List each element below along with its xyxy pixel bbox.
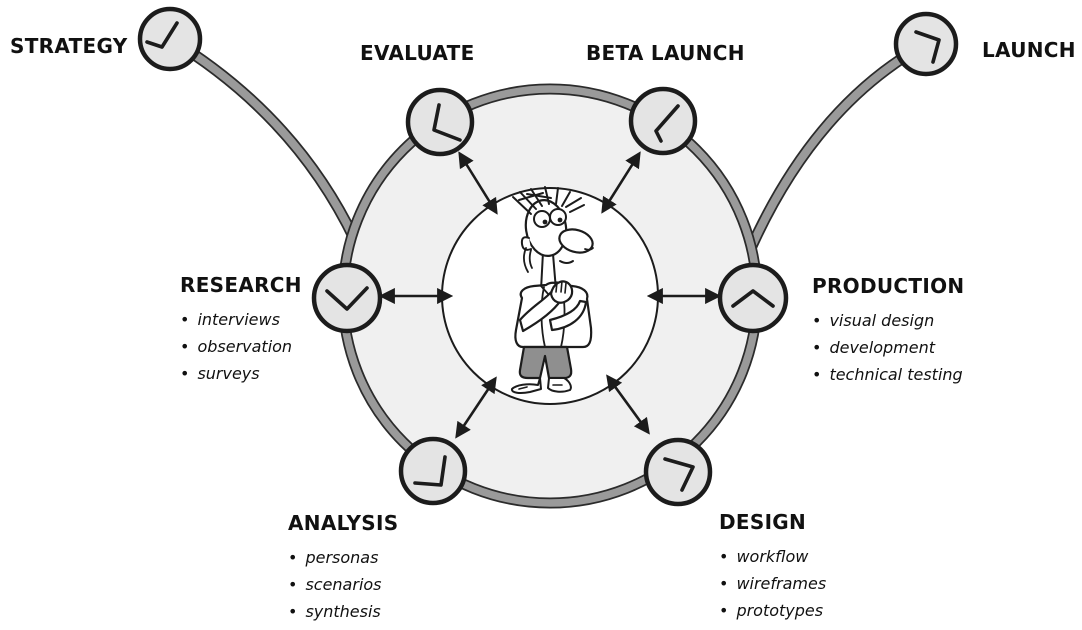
clock-icon-beta-launch xyxy=(628,86,698,156)
stage-heading: ANALYSIS xyxy=(288,511,399,535)
stage-label-strategy: STRATEGY xyxy=(10,34,128,58)
bullet-item: prototypes xyxy=(719,597,826,624)
stage-block-design: DESIGN workflowwireframesprototypes xyxy=(719,510,826,624)
stage-heading: BETA LAUNCH xyxy=(586,41,745,65)
launch-swoosh-curve xyxy=(744,38,929,253)
stage-heading: RESEARCH xyxy=(180,273,302,297)
clock-markers xyxy=(137,6,959,507)
clock-icon-research xyxy=(311,262,383,334)
stage-items-research: interviewsobservationsurveys xyxy=(180,306,302,387)
strategy-swoosh-curve xyxy=(167,34,361,243)
clock-icon-evaluate xyxy=(405,87,475,157)
bullet-item: development xyxy=(812,334,964,361)
stage-heading: STRATEGY xyxy=(10,34,128,58)
stage-items-analysis: personasscenariossynthesis xyxy=(288,544,398,625)
messy-hair xyxy=(512,186,585,215)
stage-label-launch: LAUNCH xyxy=(982,38,1076,62)
bullet-item: surveys xyxy=(180,360,302,387)
bullet-item: interviews xyxy=(180,306,302,333)
stage-heading: EVALUATE xyxy=(360,41,475,65)
double-headed-arrow-icon xyxy=(455,376,497,439)
bullet-item: personas xyxy=(288,544,398,571)
stage-items-design: workflowwireframesprototypes xyxy=(719,543,826,624)
thinking-person-illustration xyxy=(510,186,594,394)
bullet-item: scenarios xyxy=(288,571,398,598)
bullet-item: visual design xyxy=(812,307,964,334)
stage-block-research: RESEARCH interviewsobservationsurveys xyxy=(180,273,302,387)
bullet-item: synthesis xyxy=(288,598,398,625)
stage-label-evaluate: EVALUATE xyxy=(360,41,475,65)
flow-arrows xyxy=(378,151,722,439)
clock-icon-launch xyxy=(893,11,959,77)
clock-icon-analysis xyxy=(398,436,468,506)
stage-heading: DESIGN xyxy=(719,510,807,534)
bullet-item: workflow xyxy=(719,543,826,570)
stage-label-beta-launch: BETA LAUNCH xyxy=(586,41,745,65)
bullet-item: observation xyxy=(180,333,302,360)
bullet-item: wireframes xyxy=(719,570,826,597)
stage-items-production: visual designdevelopmenttechnical testin… xyxy=(812,307,964,388)
bullet-item: technical testing xyxy=(812,361,964,388)
clock-icon-strategy xyxy=(137,6,203,72)
clock-icon-design xyxy=(643,437,713,507)
double-headed-arrow-icon xyxy=(458,151,498,215)
stage-block-production: PRODUCTION visual designdevelopmenttechn… xyxy=(812,274,964,388)
stage-heading: PRODUCTION xyxy=(812,274,965,298)
stage-heading: LAUNCH xyxy=(982,38,1076,62)
stage-block-analysis: ANALYSIS personasscenariossynthesis xyxy=(288,511,398,625)
clock-icon-production xyxy=(717,262,789,334)
double-headed-arrow-icon xyxy=(606,374,650,435)
double-headed-arrow-icon xyxy=(601,151,641,214)
